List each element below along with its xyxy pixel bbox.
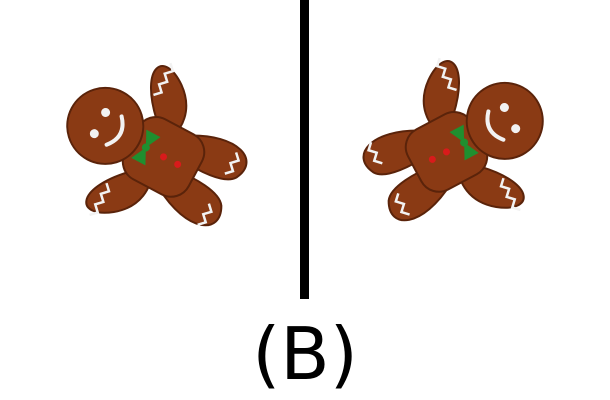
gingerbread-man-icon <box>66 62 248 227</box>
left-panel <box>0 0 300 300</box>
gingerbread-man-icon <box>362 57 544 222</box>
right-panel <box>310 0 610 300</box>
figure-caption: (B) <box>252 312 358 396</box>
divider-line <box>300 0 309 299</box>
